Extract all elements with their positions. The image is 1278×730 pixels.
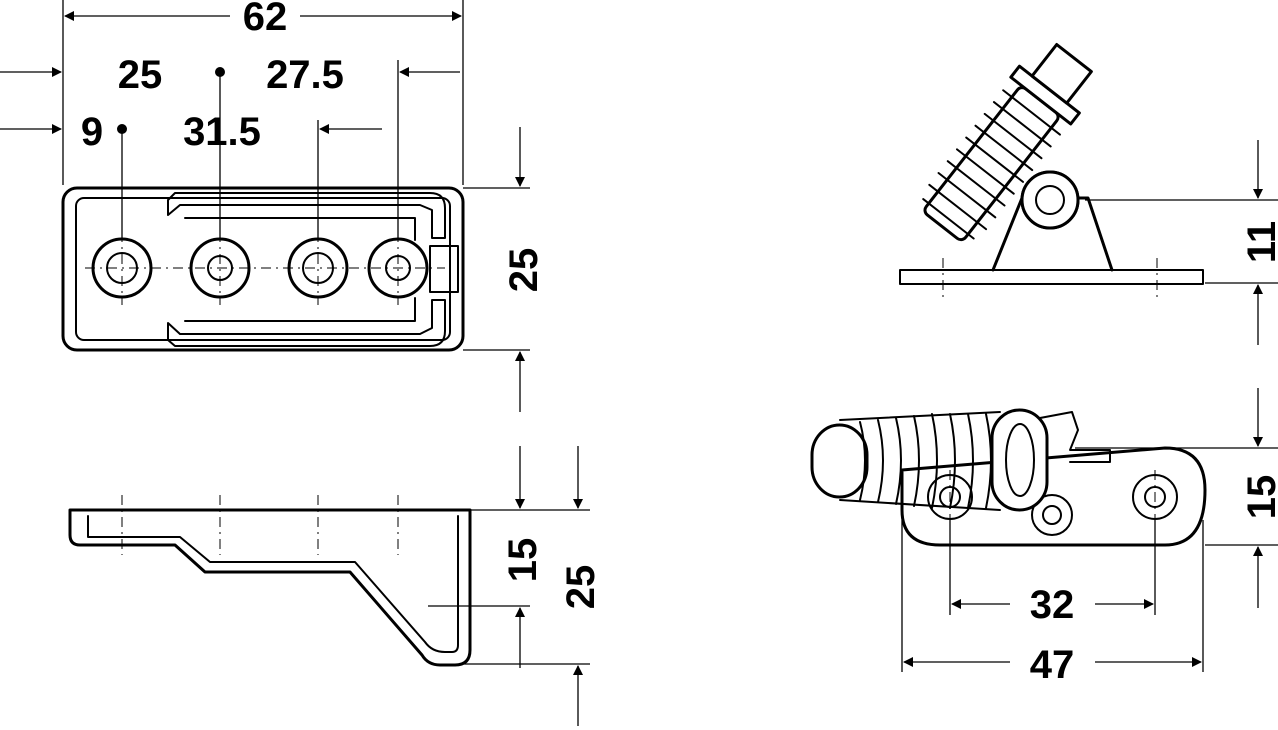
dim-overall-width: 62 xyxy=(243,0,288,39)
dim-hole-3: 31.5 xyxy=(183,110,261,154)
dim-overall-height: 25 xyxy=(559,565,603,610)
dim-depth: 25 xyxy=(502,248,546,293)
dim-hole-1: 9 xyxy=(81,110,103,154)
dim-hole-4: 27.5 xyxy=(266,53,344,97)
dim-inner-height: 15 xyxy=(501,538,545,583)
dim-spring-height: 15 xyxy=(1240,475,1278,520)
dim-pivot-height: 11 xyxy=(1240,221,1278,263)
dim-overall-length: 47 xyxy=(1030,643,1075,687)
angled-view: 11 xyxy=(899,43,1278,345)
dim-hole-2: 25 xyxy=(118,53,163,97)
top-view: 62 25 27.5 9 31.5 25 xyxy=(0,0,546,412)
spring-view: 15 32 47 xyxy=(810,388,1278,687)
dim-hole-spacing: 32 xyxy=(1030,583,1075,627)
side-view: 15 25 xyxy=(68,446,603,726)
